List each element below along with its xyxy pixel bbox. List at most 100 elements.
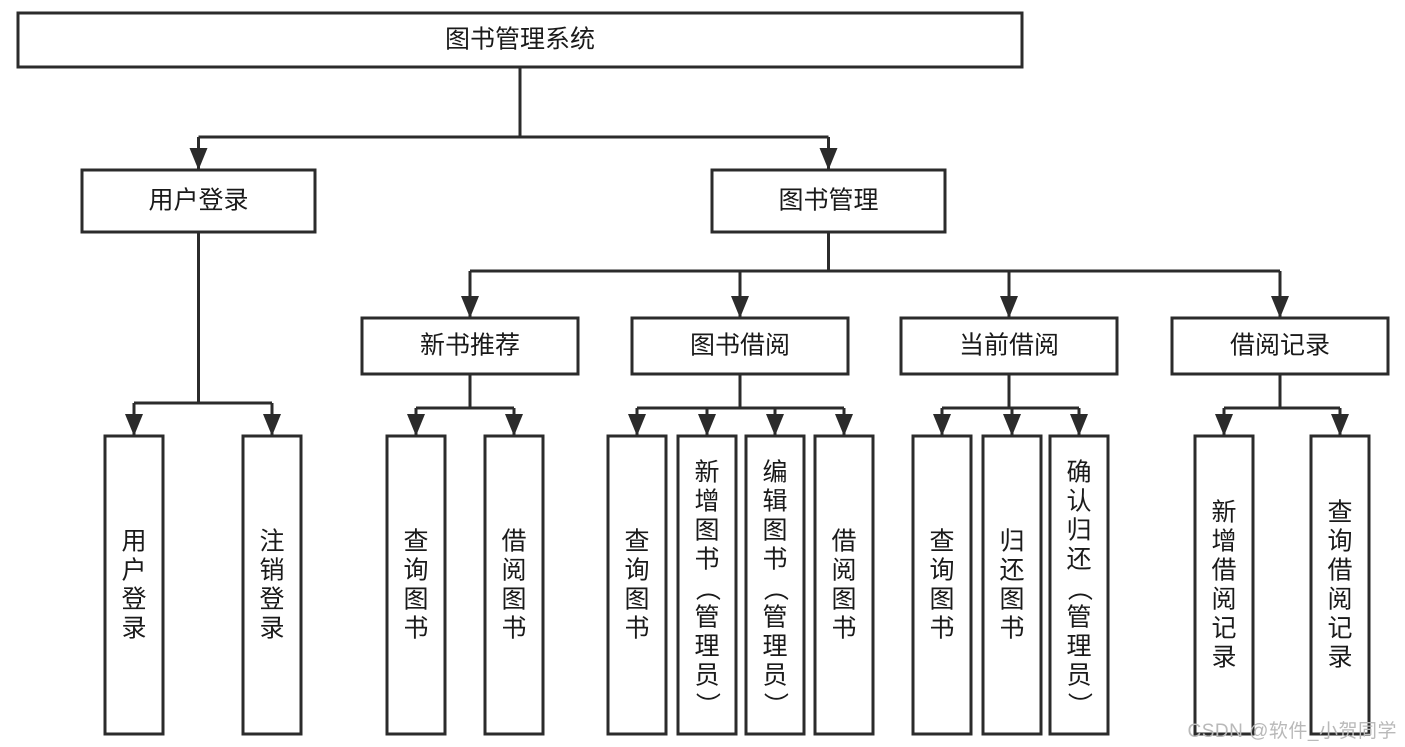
node-label-char: 注 xyxy=(259,528,284,556)
flow-node-leaf-2[interactable]: 查询图书查询图书 xyxy=(385,434,447,736)
node-label-char: 录 xyxy=(1327,644,1352,672)
node-label-char: 归 xyxy=(999,528,1024,556)
flow-node-level3-1[interactable]: 图书借阅 xyxy=(630,316,850,376)
node-label-char: （ xyxy=(761,576,789,601)
node-label-char: 用 xyxy=(121,528,146,556)
node-label-char: 还 xyxy=(999,557,1024,585)
node-label-char: 阅 xyxy=(1327,586,1352,614)
node-box xyxy=(1170,316,1390,376)
flow-node-leaf-11[interactable]: 新增借阅记录新增借阅记录 xyxy=(1193,434,1255,736)
node-label-char: 书 xyxy=(501,615,526,643)
flow-node-level2-0[interactable]: 用户登录 xyxy=(80,168,317,234)
node-label-char: ） xyxy=(693,692,721,717)
arrow-head-icon xyxy=(461,296,479,318)
node-label-char: 员 xyxy=(762,662,787,690)
flow-node-leaf-8[interactable]: 查询图书查询图书 xyxy=(911,434,973,736)
node-label-char: ） xyxy=(761,692,789,717)
node-box xyxy=(241,434,303,736)
node-label-char: 图 xyxy=(501,586,526,614)
node-label-char: 增 xyxy=(694,488,719,516)
node-box xyxy=(103,434,165,736)
node-label-char: 增 xyxy=(1211,528,1236,556)
node-label-char: 借 xyxy=(1327,557,1352,585)
node-label-char: 户 xyxy=(121,557,146,585)
watermark-label: CSDN @软件_小贺同学 xyxy=(1187,721,1397,742)
arrow-head-icon xyxy=(933,414,951,436)
flow-node-level2-1[interactable]: 图书管理 xyxy=(710,168,947,234)
flow-node-level3-2[interactable]: 当前借阅 xyxy=(899,316,1119,376)
node-label-char: 新 xyxy=(1211,499,1236,527)
node-label-char: 理 xyxy=(1066,633,1091,661)
node-label-char: 查 xyxy=(929,528,954,556)
arrow-head-icon xyxy=(835,414,853,436)
node-label-char: 书 xyxy=(762,546,787,574)
flow-node-leaf-0[interactable]: 用户登录用户登录 xyxy=(103,434,165,736)
node-label-char: 录 xyxy=(121,615,146,643)
node-label-char: 书 xyxy=(929,615,954,643)
node-box xyxy=(899,316,1119,376)
node-label-char: 图 xyxy=(624,586,649,614)
node-label-char: （ xyxy=(1065,576,1093,601)
node-box xyxy=(744,434,806,736)
node-box xyxy=(813,434,875,736)
node-label-char: 确 xyxy=(1066,459,1091,487)
node-box xyxy=(360,316,580,376)
node-label-char: 员 xyxy=(694,662,719,690)
node-label-char: 查 xyxy=(624,528,649,556)
node-label-char: 查 xyxy=(1327,499,1352,527)
node-label-char: 登 xyxy=(121,586,146,614)
node-label-char: 阅 xyxy=(501,557,526,585)
arrow-head-icon xyxy=(1271,296,1289,318)
node-label: 图书管理系统 xyxy=(445,26,595,54)
node-label: 新书推荐 xyxy=(420,332,520,360)
node-label: 用户登录 xyxy=(148,187,248,215)
node-label-char: 辑 xyxy=(762,488,787,516)
node-label-char: 图 xyxy=(929,586,954,614)
node-label-char: 图 xyxy=(762,517,787,545)
arrow-head-icon xyxy=(628,414,646,436)
flow-node-leaf-3[interactable]: 借阅图书借阅图书 xyxy=(483,434,545,736)
node-label: 图书管理 xyxy=(778,187,878,215)
node-box xyxy=(1193,434,1255,736)
node-label-char: 书 xyxy=(403,615,428,643)
node-label-char: 认 xyxy=(1066,488,1091,516)
flow-node-leaf-12[interactable]: 查询借阅记录查询借阅记录 xyxy=(1309,434,1371,736)
node-label: 借阅记录 xyxy=(1230,332,1330,360)
flow-node-leaf-9[interactable]: 归还图书归还图书 xyxy=(981,434,1043,736)
node-label-char: 录 xyxy=(259,615,284,643)
arrow-head-icon xyxy=(731,296,749,318)
flow-node-level3-3[interactable]: 借阅记录 xyxy=(1170,316,1390,376)
flow-node-level3-0[interactable]: 新书推荐 xyxy=(360,316,580,376)
flow-node-root-0[interactable]: 图书管理系统 xyxy=(16,11,1024,69)
node-label-char: 销 xyxy=(259,557,284,585)
node-label-char: 管 xyxy=(762,604,787,632)
node-label: 图书借阅 xyxy=(690,332,790,360)
flow-node-leaf-4[interactable]: 查询图书查询图书 xyxy=(606,434,668,736)
node-box xyxy=(676,434,738,736)
node-label-char: 登 xyxy=(259,586,284,614)
node-label-char: 录 xyxy=(1211,644,1236,672)
node-label-char: 员 xyxy=(1066,662,1091,690)
arrow-head-icon xyxy=(1331,414,1349,436)
node-box xyxy=(1309,434,1371,736)
node-box xyxy=(606,434,668,736)
node-label-char: 书 xyxy=(624,615,649,643)
connector-layer xyxy=(125,67,1349,436)
node-label-char: 借 xyxy=(831,528,856,556)
node-label-char: 借 xyxy=(1211,557,1236,585)
flow-node-leaf-1[interactable]: 注销登录注销登录 xyxy=(241,434,303,736)
arrow-head-icon xyxy=(407,414,425,436)
flow-node-leaf-7[interactable]: 借阅图书借阅图书 xyxy=(813,434,875,736)
arrow-head-icon xyxy=(263,414,281,436)
node-label-char: 管 xyxy=(694,604,719,632)
node-label-char: 书 xyxy=(694,546,719,574)
node-layer: 图书管理系统用户登录图书管理新书推荐图书借阅当前借阅借阅记录用户登录用户登录注销… xyxy=(16,11,1390,736)
arrow-head-icon xyxy=(189,148,208,170)
node-label-char: 记 xyxy=(1327,615,1352,643)
node-box xyxy=(16,11,1024,69)
